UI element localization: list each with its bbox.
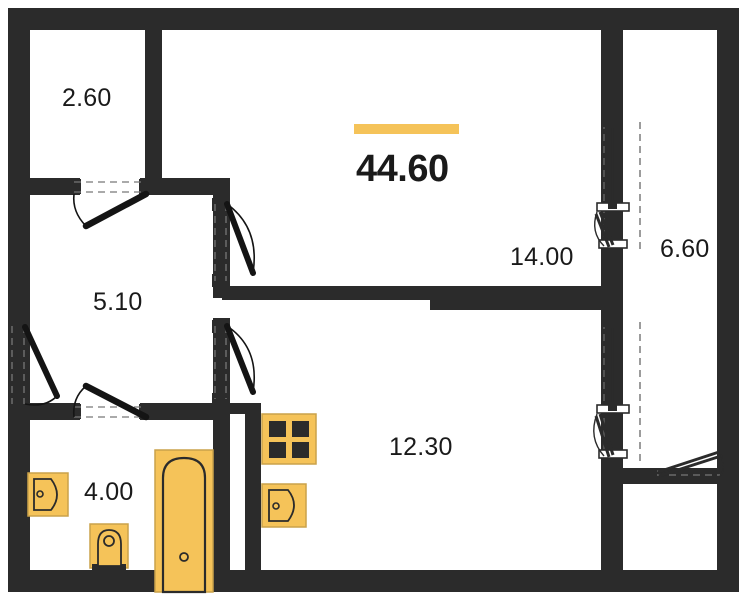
- toilet-icon: [89, 523, 129, 574]
- bathroom-door: [67, 382, 153, 421]
- wall-balcony-bottom: [623, 570, 739, 592]
- kitchen-sink-icon: [261, 483, 307, 528]
- room-label-bedroom: 2.60: [62, 84, 112, 112]
- living-door-lower: [212, 320, 256, 406]
- entry-door: [9, 320, 60, 411]
- balcony-door-upper: [594, 118, 641, 257]
- fixtures-group: [27, 413, 317, 594]
- room-label-balcony: 6.60: [660, 235, 710, 263]
- wall-hall-bottom-right: [140, 403, 230, 420]
- wall-balcony-right: [717, 8, 739, 592]
- wall-shaft-right: [245, 410, 261, 592]
- bedroom-door: [67, 179, 153, 230]
- wall-bathroom-right: [213, 410, 230, 592]
- wall-bedroom-right: [145, 8, 162, 194]
- living-door-upper: [212, 198, 256, 287]
- wall-exterior-left: [8, 8, 30, 592]
- room-label-kitchen: 12.30: [389, 433, 453, 461]
- wall-hall-bottom-left: [8, 403, 80, 420]
- wall-living-kitchen-right: [430, 286, 610, 310]
- wall-exterior-top: [8, 8, 623, 30]
- washbasin-icon: [27, 472, 69, 517]
- stove-icon: [261, 413, 317, 465]
- balcony-door-lower: [593, 318, 641, 467]
- bathtub-icon: [154, 449, 214, 594]
- room-label-living: 14.00: [510, 243, 574, 271]
- total-area-label: 44.60: [356, 148, 449, 190]
- wall-bedroom-bottom-2: [140, 178, 230, 195]
- balcony-exit-door: [650, 450, 727, 483]
- wall-balcony-top: [623, 8, 739, 30]
- room-label-hall: 5.10: [93, 288, 143, 316]
- wall-shaft-top: [213, 403, 261, 414]
- openings-group: [9, 118, 727, 483]
- room-label-bathroom: 4.00: [84, 478, 134, 506]
- wall-living-kitchen-left: [222, 286, 434, 300]
- wall-bedroom-bottom: [8, 178, 80, 195]
- total-area-accent-bar: [354, 124, 459, 134]
